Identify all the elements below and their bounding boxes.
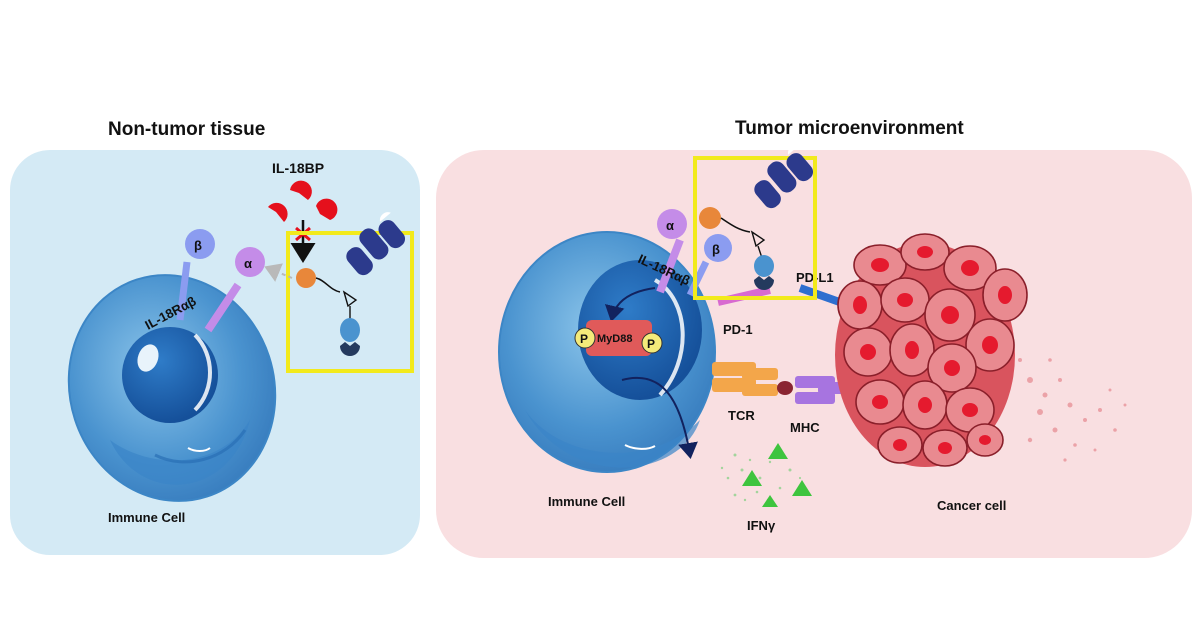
left-il18-antibody-complex xyxy=(296,212,406,356)
right-immune-cell-label: Immune Cell xyxy=(548,494,625,509)
myd88 xyxy=(586,320,652,356)
ifng-secretion-arrow xyxy=(621,376,698,459)
phospho-right-label: P xyxy=(647,337,655,351)
ifng-molecules xyxy=(720,443,812,507)
right-panel-title: Tumor microenvironment xyxy=(735,118,964,139)
left-highlight-box xyxy=(286,231,414,373)
right-panel: α β IL-18Rαβ MyD88 P P xyxy=(436,145,1192,558)
pd-1-label: PD-1 xyxy=(723,322,753,337)
signal-arrow xyxy=(604,287,656,322)
cancer-cell-cluster xyxy=(835,233,1028,467)
mhc-label: MHC xyxy=(790,420,820,435)
left-immune-cell-label: Immune Cell xyxy=(108,510,185,525)
right-beta-label: β xyxy=(712,242,720,257)
right-il18-antibody-complex xyxy=(699,145,814,290)
right-receptor-beta: β xyxy=(686,234,732,297)
il18bp-label: IL-18BP xyxy=(272,160,324,176)
left-receptor-alpha: α xyxy=(204,247,265,333)
phospho-left-label: P xyxy=(580,332,588,346)
left-alpha-label: α xyxy=(244,256,252,271)
phospho-left xyxy=(574,327,596,349)
right-il18 xyxy=(699,207,721,229)
left-il18 xyxy=(296,268,316,288)
tcr-label: TCR xyxy=(728,408,755,423)
myd88-complex: MyD88 P P xyxy=(574,320,663,356)
phospho-right xyxy=(641,332,663,354)
right-alpha-label: α xyxy=(666,218,674,233)
peptide xyxy=(777,381,793,395)
il18bp-molecules xyxy=(268,180,338,222)
ifng-label: IFNγ xyxy=(747,518,776,533)
right-highlight-box xyxy=(693,156,817,300)
tcr xyxy=(712,362,778,396)
myd88-label: MyD88 xyxy=(597,333,632,345)
left-panel-title: Non-tumor tissue xyxy=(108,119,266,140)
right-receptor-alpha: α xyxy=(656,209,687,294)
left-panel: β α IL-18Rαβ IL-18BP xyxy=(10,150,420,555)
left-nucleus xyxy=(122,327,218,423)
left-immune-cell xyxy=(67,274,277,502)
cancer-debris xyxy=(1018,358,1127,462)
binding-arrow xyxy=(264,263,293,282)
left-receptor-beta: β xyxy=(176,229,215,321)
left-beta-label: β xyxy=(194,238,202,253)
cancer-cell-label: Cancer cell xyxy=(937,498,1006,513)
